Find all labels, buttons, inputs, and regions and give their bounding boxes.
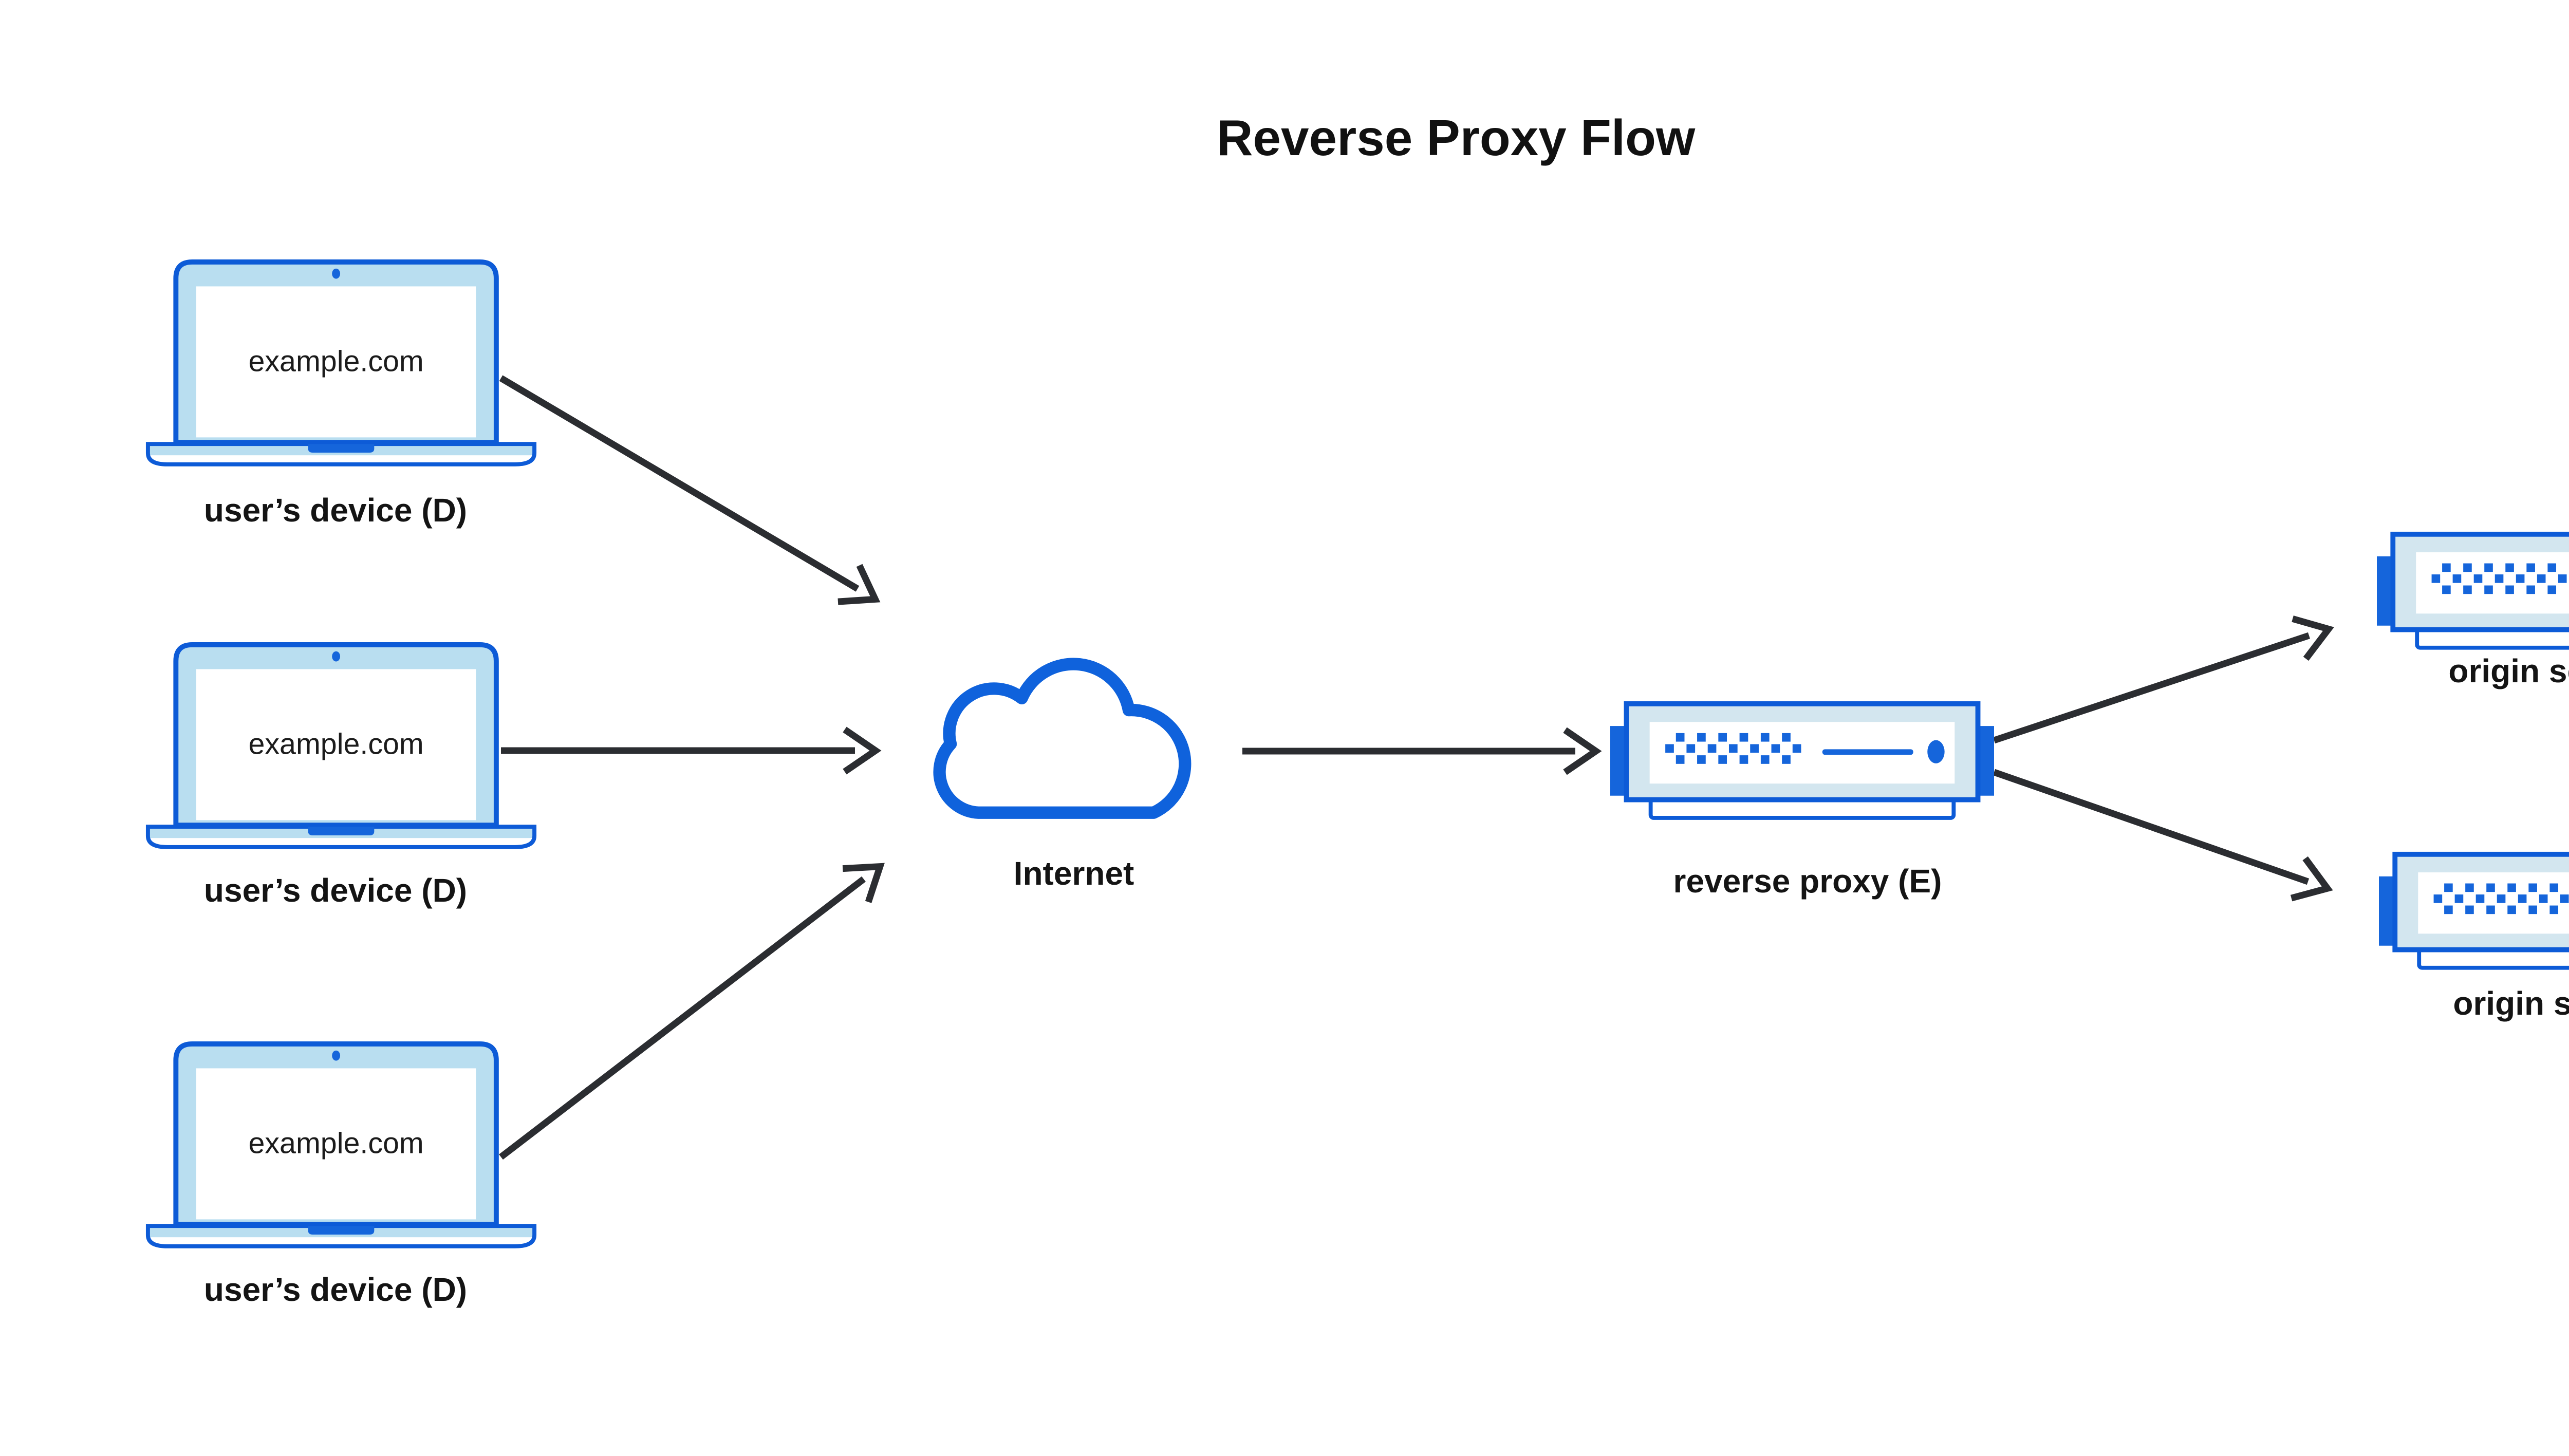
arrow-proxy-to-origin2 bbox=[1993, 769, 2333, 902]
laptop-screen bbox=[196, 1068, 476, 1220]
cloud-icon-internet bbox=[920, 648, 1208, 828]
screen-url-text: example.com bbox=[248, 345, 423, 378]
server-slot-line bbox=[1822, 749, 1913, 755]
screen-url-text: example.com bbox=[248, 728, 423, 761]
label-origin2: origin server (F) bbox=[2453, 985, 2569, 1022]
webcam-dot-icon bbox=[332, 1050, 341, 1061]
laptop-base-notch bbox=[308, 827, 375, 836]
laptop-base bbox=[145, 442, 537, 466]
laptop-icon-device1: example.com bbox=[143, 257, 539, 466]
laptop-base bbox=[145, 825, 537, 849]
arrow-proxy-to-origin1 bbox=[1993, 615, 2334, 744]
label-device1: user’s device (D) bbox=[203, 492, 468, 529]
laptop-screen bbox=[196, 286, 476, 438]
laptop-base bbox=[145, 1224, 537, 1248]
webcam-dot-icon bbox=[332, 268, 341, 279]
server-vent-pattern bbox=[2431, 563, 2567, 594]
label-device3: user’s device (D) bbox=[203, 1271, 468, 1308]
laptop-icon-device3: example.com bbox=[143, 1039, 539, 1248]
server-vent-pattern bbox=[2433, 883, 2569, 914]
arrow-device1-to-internet bbox=[499, 375, 881, 605]
laptop-screen bbox=[196, 669, 476, 820]
label-origin1: origin server (F) bbox=[2448, 652, 2569, 689]
laptop-base-notch bbox=[308, 1226, 375, 1235]
label-internet: Internet bbox=[1013, 855, 1134, 892]
server-vent-pattern bbox=[1665, 733, 1801, 764]
label-proxy: reverse proxy (E) bbox=[1673, 863, 1942, 900]
server-panel bbox=[2418, 872, 2569, 934]
laptop-base-notch bbox=[308, 444, 375, 453]
server-icon-proxy bbox=[1610, 700, 1994, 826]
webcam-dot-icon bbox=[332, 651, 341, 662]
server-power-dot bbox=[1927, 740, 1945, 763]
cloud-outline bbox=[933, 658, 1192, 819]
arrow-device3-to-internet bbox=[499, 863, 885, 1160]
server-panel bbox=[2416, 552, 2569, 614]
diagram-title: Reverse Proxy Flow bbox=[1216, 109, 1696, 166]
server-icon-origin2 bbox=[2379, 850, 2569, 976]
server-icon-origin1 bbox=[2377, 530, 2569, 656]
screen-url-text: example.com bbox=[248, 1127, 423, 1160]
label-device2: user’s device (D) bbox=[203, 872, 468, 909]
laptop-icon-device2: example.com bbox=[143, 640, 539, 849]
